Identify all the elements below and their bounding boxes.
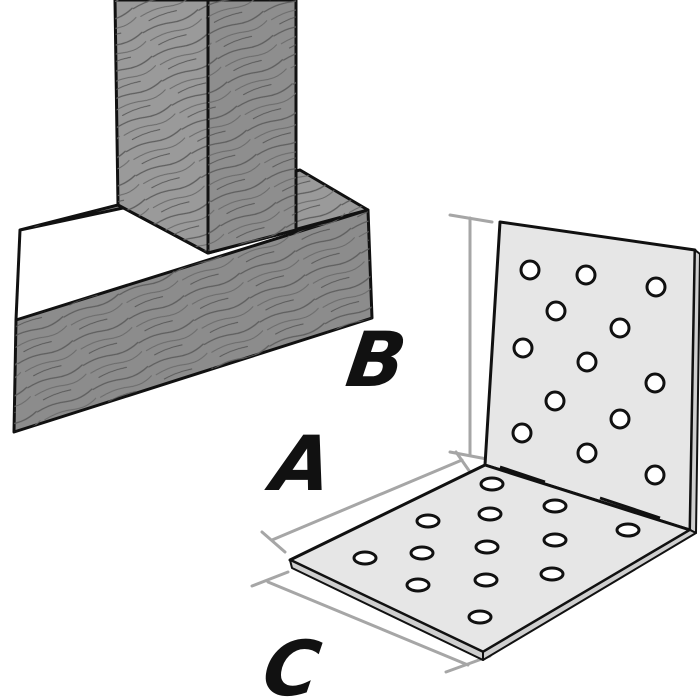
hole [473,572,499,588]
hole [415,513,441,529]
hole [544,390,566,412]
hole [545,300,567,322]
hole [477,506,503,522]
dimension-a-tick-bottom [260,530,287,554]
hole [409,545,435,561]
dimension-a-label: A [262,420,338,509]
hole [542,532,568,548]
hole [576,351,598,373]
hole [511,422,533,444]
bracket-bend-mark-left [499,465,546,484]
dimension-a-line [270,458,464,542]
hole [405,577,431,593]
angle-bracket [288,220,700,661]
hole [644,464,666,486]
hole [615,522,641,538]
hole [539,566,565,582]
hole [467,609,493,625]
hole [542,498,568,514]
hole [512,337,534,359]
dimension-c-line [266,580,470,667]
hole [609,317,631,339]
hole [609,408,631,430]
dimension-b-label: B [341,316,411,405]
hole [352,550,378,566]
hole [519,259,541,281]
wooden-frame [12,0,374,434]
dimension-a-tick-top [454,450,472,474]
hole [576,442,598,464]
hole [479,476,505,492]
hole [474,539,500,555]
vertical-plate-holes [511,259,667,486]
hole [644,372,666,394]
beam-edge [14,229,22,321]
horizontal-plate-holes [352,476,641,625]
dimension-b-tick-top [448,213,494,224]
bracket-bend-mark-right [599,496,661,520]
dimension-c-label: C [258,625,326,700]
hole [645,276,667,298]
dimension-c-tick-left [250,570,290,588]
hole [575,264,597,286]
